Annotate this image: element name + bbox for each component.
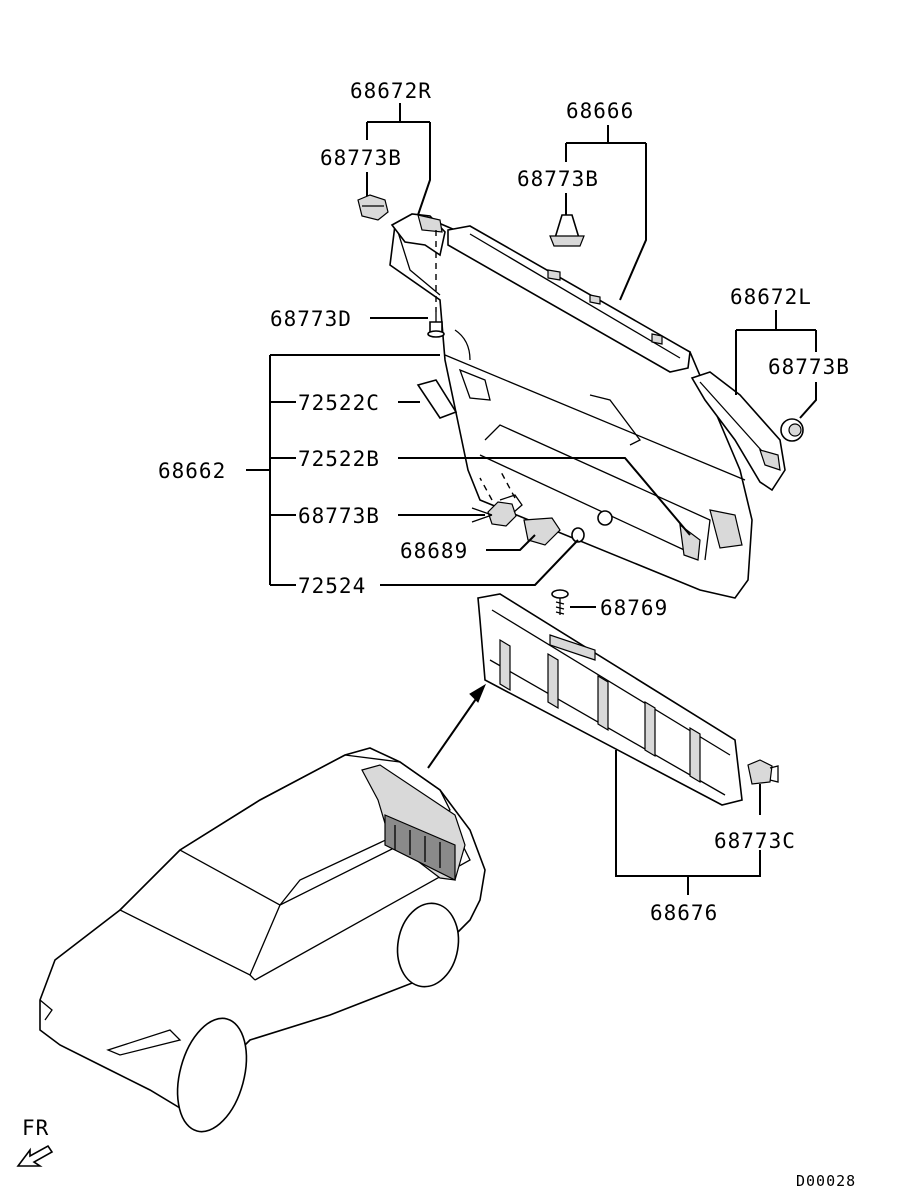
screw-68769 (551, 589, 569, 615)
rear-lower-trim-panel (477, 593, 743, 806)
label-68773B-top: 68773B (320, 146, 402, 170)
location-arrow (427, 683, 487, 769)
part-72524 (571, 527, 585, 543)
part-72522C (416, 379, 458, 419)
label-68773C: 68773C (714, 829, 796, 853)
label-68773B-low: 68773B (298, 504, 380, 528)
clip-68773B-right (780, 418, 804, 442)
label-fr: FR (22, 1116, 49, 1140)
clip-68773B-low (487, 494, 523, 527)
label-68769: 68769 (600, 596, 668, 620)
screw-68773D (427, 312, 445, 338)
label-68773B-right: 68773B (768, 355, 850, 379)
label-72522B: 72522B (298, 447, 380, 471)
label-68676: 68676 (650, 901, 718, 925)
left-side-trim-piece (690, 371, 786, 492)
label-68773B-mid: 68773B (517, 167, 599, 191)
label-68666: 68666 (566, 99, 634, 123)
clip-68773C (747, 759, 779, 785)
label-68672L: 68672L (730, 285, 812, 309)
label-68689: 68689 (400, 539, 468, 563)
label-72524: 72524 (298, 574, 366, 598)
top-garnish-strip (447, 225, 691, 373)
right-side-trim-piece (390, 213, 446, 257)
leader-lines (246, 103, 817, 895)
drawing-code: D00028 (796, 1172, 856, 1187)
clip-68773B-mid (549, 214, 585, 247)
clip-68773B-top (357, 194, 389, 221)
label-68773D: 68773D (270, 307, 352, 331)
front-direction-indicator (16, 1144, 54, 1167)
vehicle-outline (39, 747, 486, 1133)
label-72522C: 72522C (298, 391, 380, 415)
label-68662: 68662 (158, 459, 226, 483)
label-68672R: 68672R (350, 79, 432, 103)
